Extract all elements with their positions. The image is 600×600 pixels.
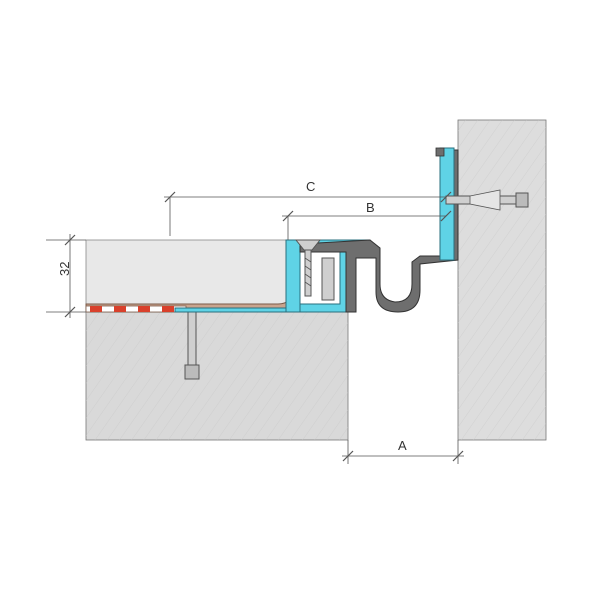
dimension-a-label: A (398, 438, 407, 453)
dimension-a: A (342, 438, 464, 464)
dimension-b: B (282, 200, 452, 240)
dimension-c: C (164, 179, 452, 236)
concrete-slab (85, 311, 349, 441)
dimension-b-label: B (366, 200, 375, 215)
screed-layer (85, 239, 287, 313)
dimension-height-label: 32 (57, 262, 72, 276)
dimension-c-label: C (306, 179, 315, 194)
wall-anchor-bolt (445, 189, 529, 211)
wall (457, 119, 547, 441)
dimension-height: 32 (46, 234, 86, 318)
profile-fixing-screw (294, 239, 335, 301)
